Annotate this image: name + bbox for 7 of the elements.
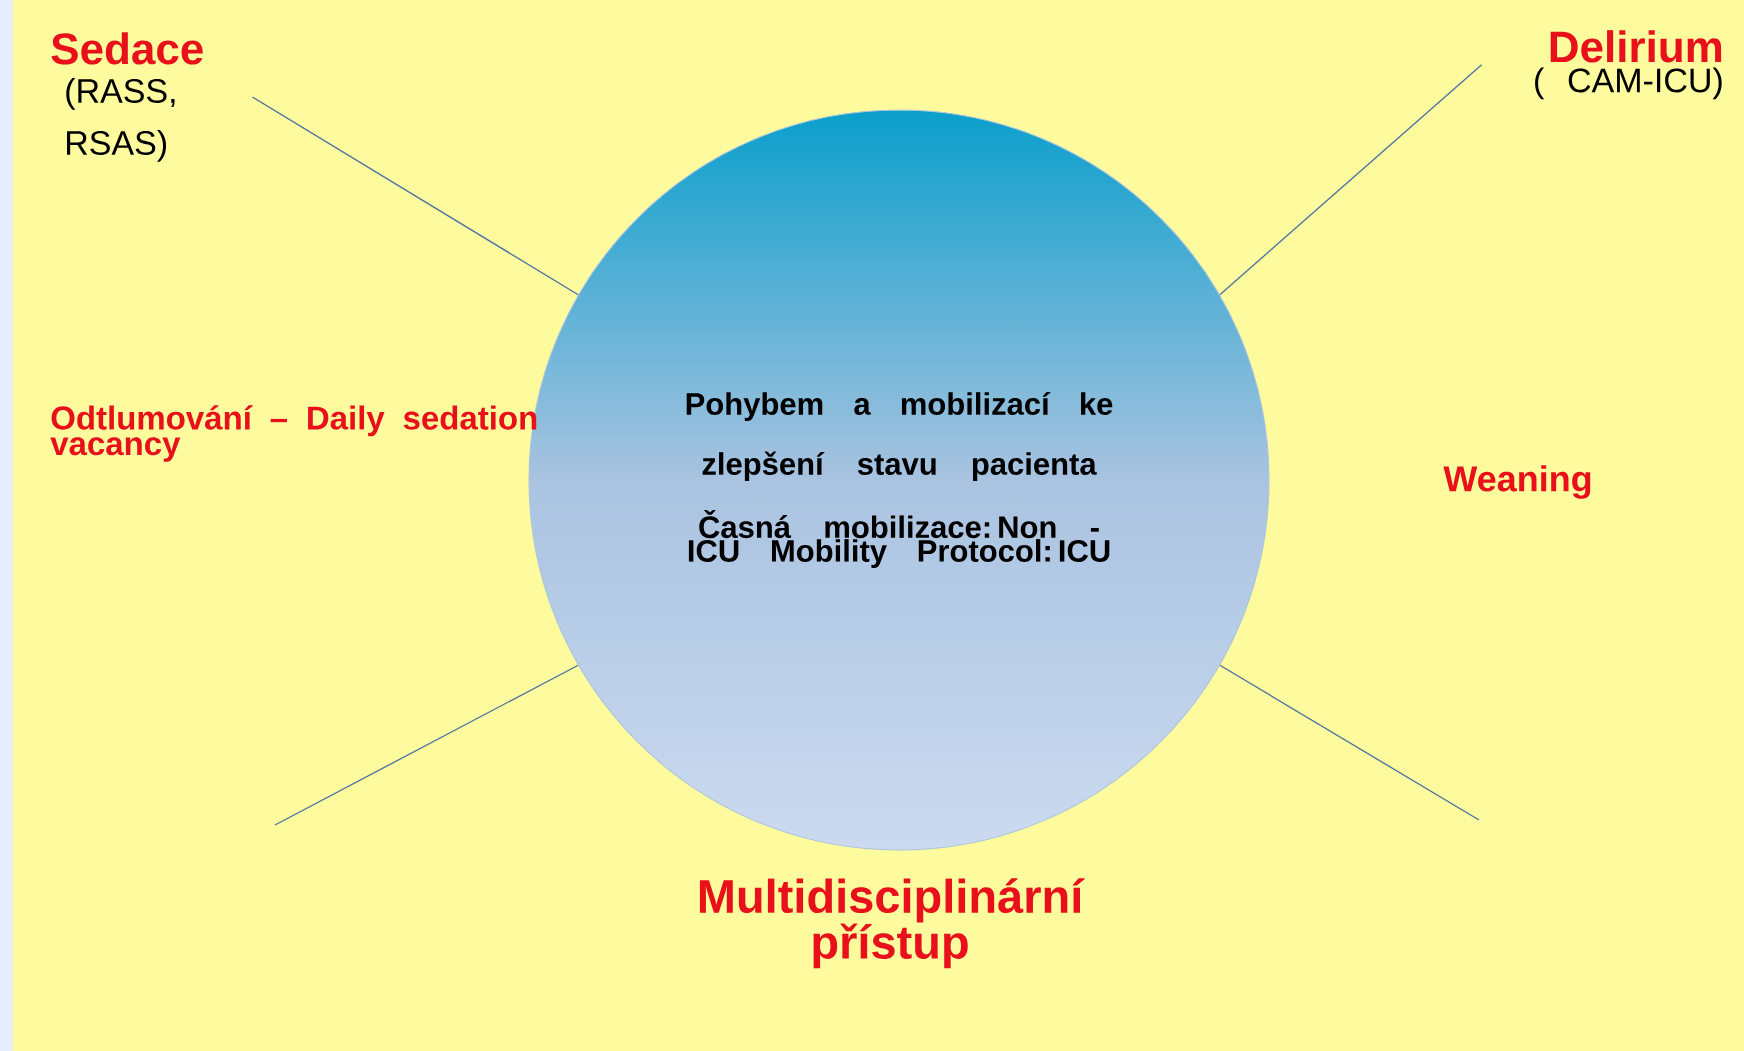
connector-line bbox=[1219, 64, 1483, 296]
topic-label: Delirium ( CAM-ICU) bbox=[1535, 30, 1722, 100]
connector-line bbox=[1219, 664, 1480, 821]
label-text: Weaning bbox=[1443, 465, 1591, 499]
connector-line bbox=[251, 96, 579, 296]
connector-line bbox=[274, 664, 579, 826]
topic-label: Sedace (RASS, RSAS) bbox=[51, 32, 203, 162]
